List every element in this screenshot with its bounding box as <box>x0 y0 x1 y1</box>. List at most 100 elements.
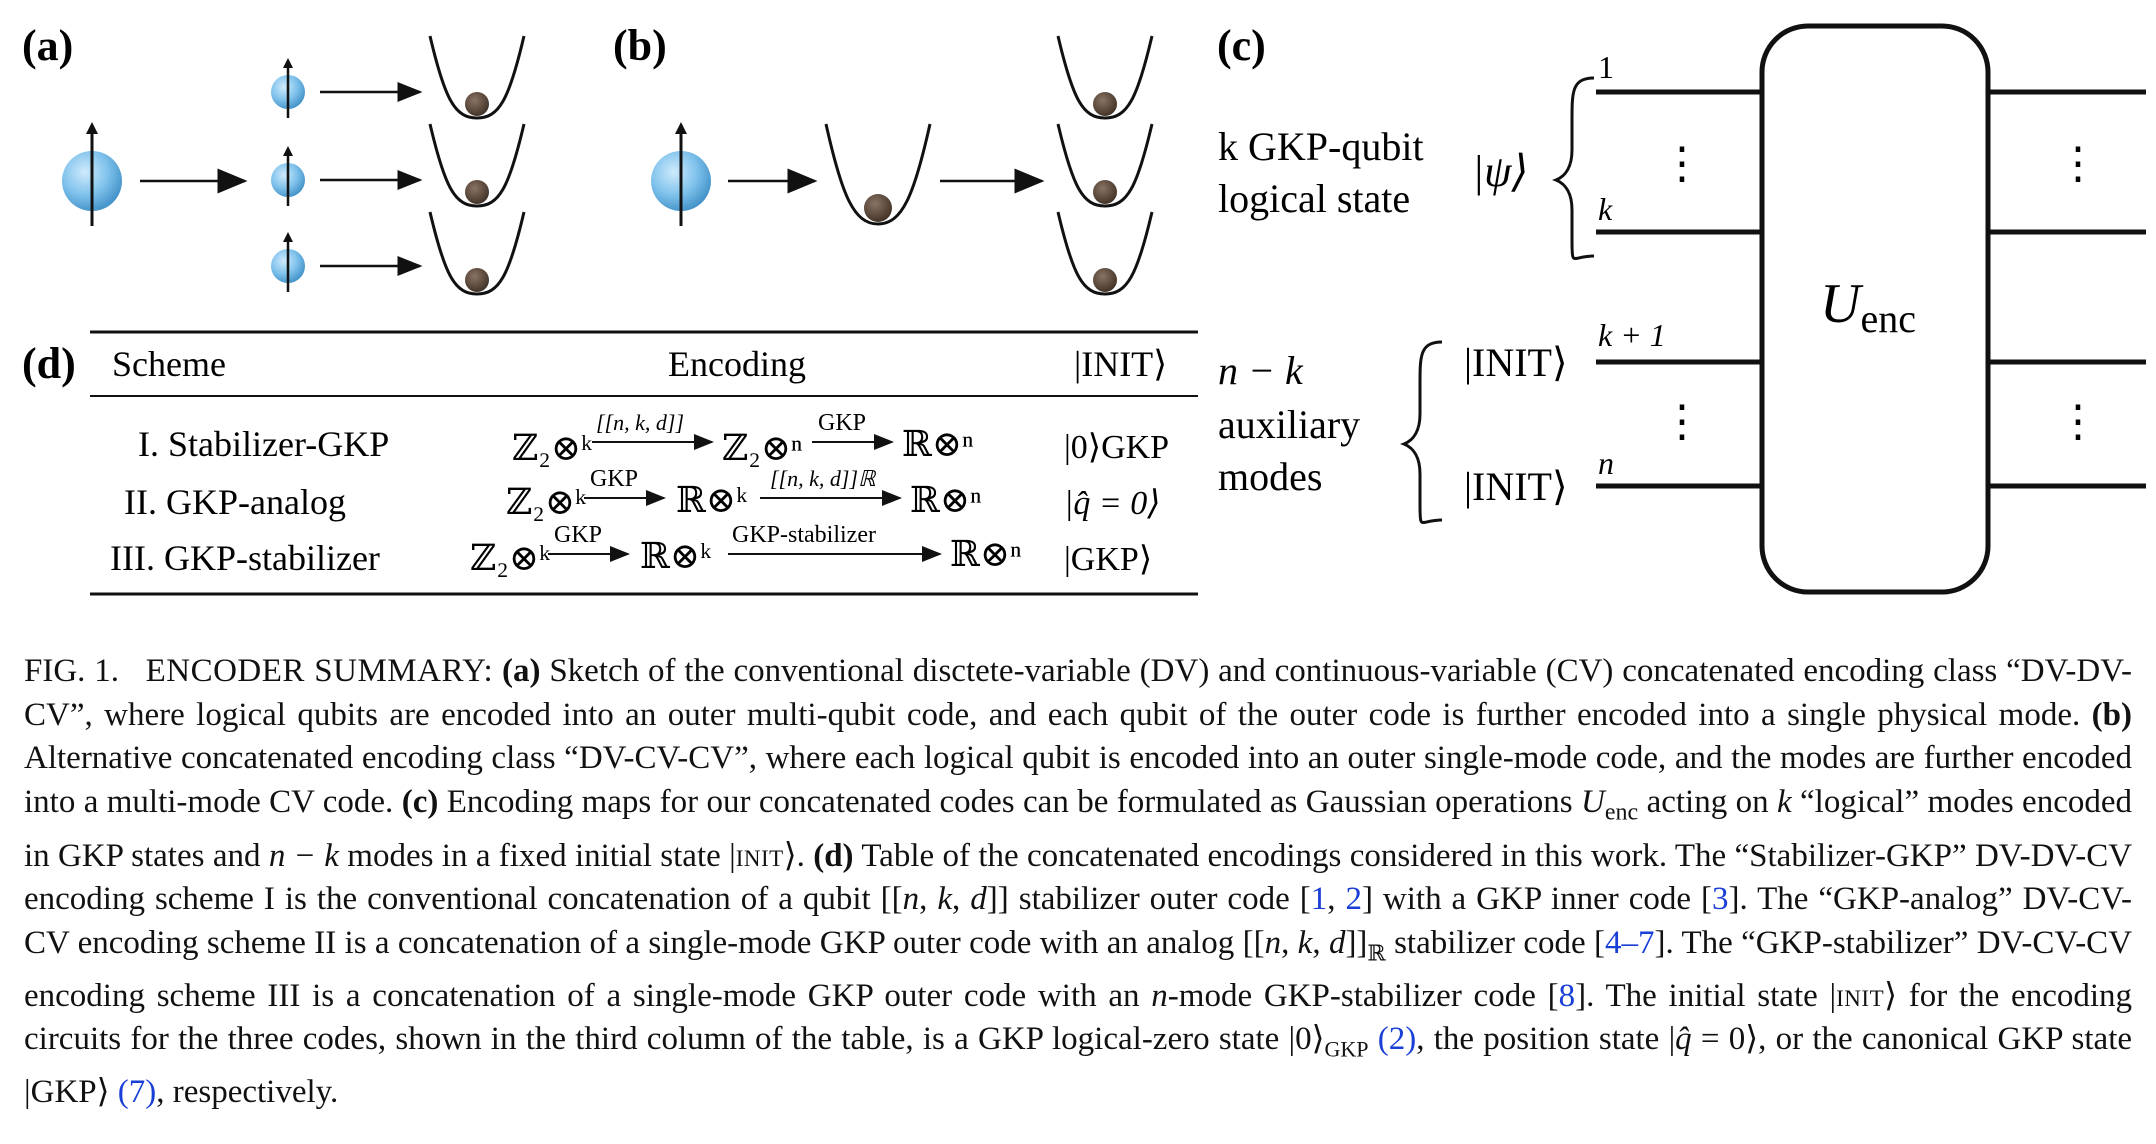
circuit-wires <box>1596 89 2146 489</box>
table-header-scheme: Scheme <box>112 344 226 384</box>
math-uenc: Uenc <box>1581 783 1639 826</box>
encoder-gate-label: Uenc <box>1820 273 1916 341</box>
encoder-gate-box <box>1759 23 1991 595</box>
caption-text-d-8: ]. The initial state <box>1575 977 1818 1014</box>
caption-text-d-5: stabilizer code [ <box>1394 924 1606 961</box>
encoding-space: ℝ⊗ⁿ <box>902 424 973 464</box>
wire-label-k: k <box>1598 191 1613 227</box>
large-qubit-sphere-b <box>651 122 711 226</box>
potential-wells-a <box>428 35 526 296</box>
encoding-space: ℝ⊗ᵏ <box>676 480 748 520</box>
caption-text-d-2: stabilizer outer code [ <box>1018 881 1311 918</box>
large-qubit-sphere-a <box>62 122 122 226</box>
citation-link[interactable]: 4–7 <box>1605 924 1655 961</box>
caption-text-c-4: modes in a fixed initial state <box>347 837 721 874</box>
table-row: II. GKP-analog ℤ₂⊗ᵏ GKP ℝ⊗ᵏ [[n, k, d]]ℝ… <box>124 466 1161 522</box>
aux-label-2: auxiliary <box>1218 402 1360 447</box>
figure-caption: FIG. 1. ENCODER SUMMARY: (a) Sketch of t… <box>24 653 2133 1111</box>
potential-wells-b <box>1056 35 1154 296</box>
brace-aux <box>1399 340 1443 524</box>
caption-label-a: (a) <box>501 653 541 689</box>
figure-1: (a) (b) <box>22 21 2146 596</box>
mode-balls-a <box>465 92 489 292</box>
math-init: |init⟩. <box>729 837 805 874</box>
brace-logical <box>1551 76 1595 260</box>
caption-fig-number: FIG. 1. <box>24 653 120 689</box>
wire-label-1: 1 <box>1598 49 1614 85</box>
caption-text-d-3: ] with a GKP inner code [ <box>1361 881 1712 918</box>
psi-ket: |ψ⟩ <box>1472 147 1529 196</box>
small-qubit-spheres-a <box>271 58 305 292</box>
table-header-init: |INIT⟩ <box>1074 344 1167 384</box>
encoding-space: ℤ₂⊗ᵏ <box>506 482 587 522</box>
math-n: n <box>1151 977 1168 1014</box>
wire-label-k1: k + 1 <box>1598 317 1666 353</box>
math-zero-gkp: |0⟩GKP <box>1288 1021 1369 1062</box>
table-header-encoding: Encoding <box>668 344 806 384</box>
math-init-2: |init⟩ <box>1829 977 1897 1014</box>
caption-text-d-10: , the position state <box>1416 1021 1660 1058</box>
potential-well-b-single <box>824 123 932 226</box>
wire-label-n: n <box>1598 445 1614 481</box>
caption-text-d-9: for the encoding circuits for the three … <box>24 977 2133 1058</box>
panel-label-b: (b) <box>613 21 667 70</box>
math-nkd: [[n, k, d]] <box>880 881 1009 918</box>
citation-link[interactable]: 3 <box>1711 881 1729 918</box>
vdots-out-top: ⋮ <box>2056 139 2100 188</box>
caption-text-c-2: acting on <box>1646 783 1769 820</box>
math-k: k <box>1776 783 1792 820</box>
caption-text-d-4: ]. The “GKP-analog” DV-CV-CV encoding sc… <box>24 881 2133 961</box>
citation-link[interactable]: 8 <box>1558 977 1576 1014</box>
vdots-out-bottom: ⋮ <box>2056 397 2100 446</box>
encoding-arrow-label: GKP <box>590 466 638 492</box>
math-n-minus-k: n − k <box>268 837 339 874</box>
aux-label-3: modes <box>1218 454 1322 499</box>
panel-label-a: (a) <box>22 21 73 70</box>
caption-text-d-1: Table of the concatenated encodings cons… <box>24 837 2133 918</box>
encoding-space: ℝ⊗ᵏ <box>640 536 712 576</box>
citation-link[interactable]: 2 <box>1345 881 1362 918</box>
encoding-arrow-label: GKP <box>554 522 602 548</box>
caption-text-d-6: ]. The “GKP-stabilizer” DV-CV-CV encodin… <box>24 924 2133 1014</box>
table-row: I. Stabilizer-GKP ℤ₂⊗ᵏ [[n, k, d]] ℤ₂⊗ⁿ … <box>138 410 1169 468</box>
panel-label-c: (c) <box>1217 21 1266 70</box>
equation-link[interactable]: (2) <box>1377 1021 1417 1058</box>
encoding-arrow-label: [[n, k, d]] <box>596 410 684 435</box>
caption-text-d-11: , or the canonical GKP state <box>1758 1021 2133 1058</box>
math-nkd-real: [[n, k, d]]ℝ <box>1242 924 1386 966</box>
caption-text-c-1: Encoding maps for our concatenated codes… <box>446 783 1573 820</box>
caption-text-c-3: “logical” modes encoded in GKP states an… <box>24 783 2133 874</box>
caption-label-d: (d) <box>813 837 854 874</box>
encoding-arrow-label: [[n, k, d]]ℝ <box>770 466 877 491</box>
caption-label-c: (c) <box>401 783 439 820</box>
scheme-name: II. GKP-analog <box>124 482 346 522</box>
logical-state-label-2: logical state <box>1218 176 1410 221</box>
caption-title: ENCODER SUMMARY: <box>145 653 494 689</box>
equation-link[interactable]: (7) <box>117 1074 157 1111</box>
caption-text-d-12: , respectively. <box>156 1074 339 1111</box>
logical-state-label-1: k GKP-qubit <box>1218 124 1424 169</box>
math-q-zero: |q̂ = 0⟩ <box>1668 1021 1759 1058</box>
table-row: III. GKP-stabilizer ℤ₂⊗ᵏ GKP ℝ⊗ᵏ GKP-sta… <box>110 522 1152 578</box>
citation-link[interactable]: 1 <box>1310 881 1328 918</box>
encoding-space: ℝ⊗ⁿ <box>950 534 1021 574</box>
panel-label-d: (d) <box>22 339 76 388</box>
scheme-name: III. GKP-stabilizer <box>110 538 380 578</box>
arrows-a-2 <box>320 82 423 276</box>
math-gkp-state: |GKP⟩ <box>24 1074 110 1111</box>
encoding-space: ℤ₂⊗ᵏ <box>470 538 551 578</box>
vdots-in-top: ⋮ <box>1660 139 1704 188</box>
init-ket-1: |INIT⟩ <box>1464 340 1568 385</box>
encoding-arrow-label: GKP-stabilizer <box>732 522 876 548</box>
caption-text-d-7: -mode GKP-stabilizer code [ <box>1167 977 1559 1014</box>
encoding-space: ℝ⊗ⁿ <box>910 480 981 520</box>
init-state: |0⟩GKP <box>1064 429 1169 466</box>
aux-label-1: n − k <box>1218 348 1304 393</box>
mode-balls-b <box>1093 92 1117 292</box>
init-state: |q̂ = 0⟩ <box>1064 485 1161 522</box>
init-ket-2: |INIT⟩ <box>1464 464 1568 509</box>
encoding-space: ℤ₂⊗ⁿ <box>722 428 802 468</box>
caption-text-b: Alternative concatenated encoding class … <box>24 740 2132 820</box>
caption-text-a: Sketch of the conventional disctete-vari… <box>24 653 2133 733</box>
encoding-space: ℤ₂⊗ᵏ <box>512 428 593 468</box>
